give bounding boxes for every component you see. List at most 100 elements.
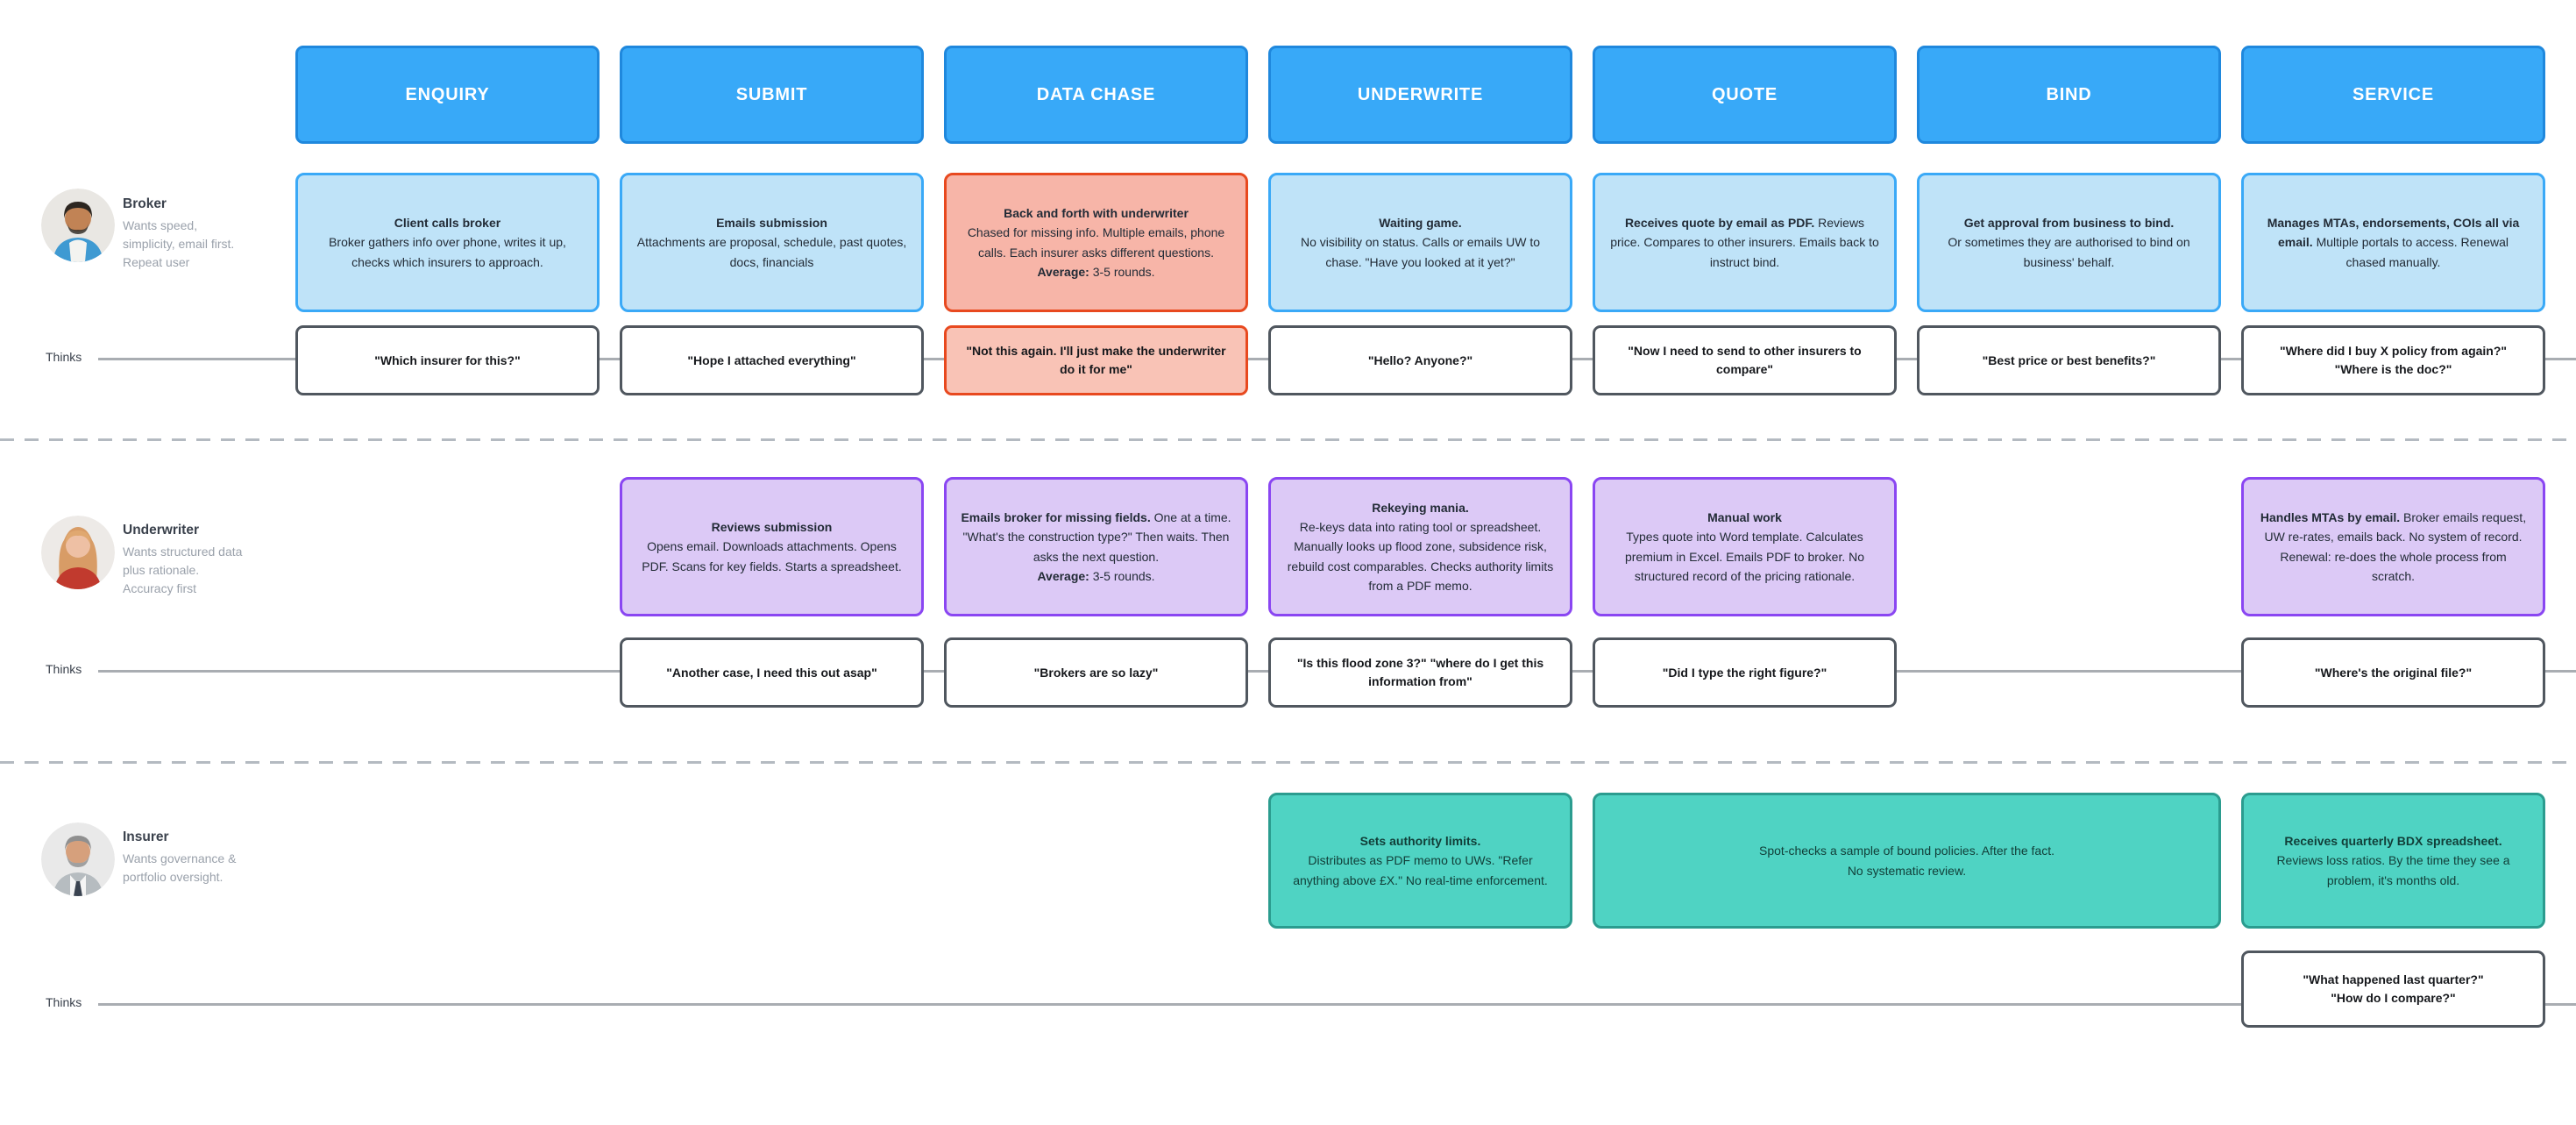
stage-header-label: QUOTE — [1711, 84, 1778, 104]
action-text: Receives quarterly BDX spreadsheet. Revie… — [2258, 831, 2529, 889]
action-broker-bind: Get approval from business to bind. Or so… — [1917, 173, 2221, 312]
action-segment: Chased for missing info. Multiple emails… — [967, 225, 1225, 260]
thought-text: "Hope I attached everything" — [687, 352, 856, 367]
action-broker-quote: Receives quote by email as PDF. Reviews … — [1593, 173, 1897, 312]
role-desc-insurer: Wants governance & portfolio oversight. — [123, 851, 237, 884]
lane-divider-1 — [0, 438, 2576, 441]
action-segment: Emails broker for missing fields. — [961, 510, 1151, 525]
action-text: Spot-checks a sample of bound policies. … — [1759, 841, 2054, 879]
stage-header-bind: BIND — [1917, 46, 2221, 144]
action-segment: 3-5 rounds. — [1089, 568, 1155, 583]
thought-broker-quote: "Now I need to send to other insurers to… — [1593, 325, 1897, 395]
action-segment: Client calls broker — [394, 216, 501, 231]
stage-header-underwrite: UNDERWRITE — [1268, 46, 1572, 144]
action-segment: Multiple portals to access. Renewal chas… — [2312, 235, 2509, 269]
stage-header-enquiry: ENQUIRY — [295, 46, 600, 144]
action-segment: Reviews price. Compares to other insurer… — [1610, 216, 1879, 269]
action-segment: Average: — [1037, 568, 1089, 583]
action-text: Manages MTAs, endorsements, COIs all via… — [2258, 213, 2529, 271]
stage-header-label: SUBMIT — [735, 84, 808, 104]
action-text: Receives quote by email as PDF. Reviews … — [1609, 213, 1880, 271]
action-segment: Manages MTAs, endorsements, COIs all via… — [2267, 216, 2520, 250]
thought-text: "Where did I buy X policy from again?" "… — [2279, 344, 2508, 376]
role-name-broker: Broker — [123, 196, 167, 211]
action-segment: Get approval from business to bind. — [1963, 216, 2175, 231]
thinks-label-broker: Thinks — [46, 350, 82, 364]
action-segment: Attachments are proposal, schedule, past… — [636, 235, 907, 269]
stage-header-label: DATA CHASE — [1036, 84, 1156, 104]
action-segment: Types quote into Word template. Calculat… — [1624, 530, 1865, 583]
action-segment: Sets authority limits. — [1359, 834, 1481, 849]
thought-underwriter-underwrite: "Is this flood zone 3?" "where do I get … — [1268, 637, 1572, 708]
action-segment: Broker emails request, UW re-rates, emai… — [2264, 510, 2527, 583]
role-desc-broker: Wants speed, simplicity, email first. Re… — [123, 218, 235, 269]
action-underwriter-data-chase: Emails broker for missing fields. One at… — [944, 477, 1248, 616]
thought-insurer-service: "What happened last quarter?" "How do I … — [2241, 951, 2545, 1028]
lane-divider-2 — [0, 761, 2576, 764]
thought-text: "Brokers are so lazy" — [1033, 665, 1159, 680]
broker-avatar — [41, 189, 115, 262]
thought-underwriter-data-chase: "Brokers are so lazy" — [944, 637, 1248, 708]
action-underwriter-underwrite: Rekeying mania.Re-keys data into rating … — [1268, 477, 1572, 616]
thought-broker-underwrite: "Hello? Anyone?" — [1268, 325, 1572, 395]
stage-header-label: BIND — [2046, 84, 2092, 104]
action-segment: No systematic review. — [1847, 863, 1967, 878]
insurer-avatar — [41, 822, 115, 896]
thought-text: "Best price or best benefits?" — [1982, 352, 2156, 367]
thought-text: "Is this flood zone 3?" "where do I get … — [1296, 656, 1544, 688]
stage-header-submit: SUBMIT — [620, 46, 924, 144]
thought-text: "Not this again. I'll just make the unde… — [966, 344, 1226, 376]
action-segment: Average: — [1037, 264, 1089, 279]
thinks-label-underwriter: Thinks — [46, 662, 82, 676]
action-text: Rekeying mania.Re-keys data into rating … — [1285, 498, 1556, 595]
action-segment: Re-keys data into rating tool or spreads… — [1287, 520, 1554, 593]
role-desc-underwriter: Wants structured data plus rationale. Ac… — [123, 545, 243, 595]
thought-text: "Did I type the right figure?" — [1662, 665, 1827, 680]
action-segment: Or sometimes they are authorised to bind… — [1948, 235, 2190, 269]
thought-broker-service: "Where did I buy X policy from again?" "… — [2241, 325, 2545, 395]
action-insurer-service: Receives quarterly BDX spreadsheet. Revie… — [2241, 793, 2545, 929]
action-segment: 3-5 rounds. — [1089, 264, 1155, 279]
thought-broker-bind: "Best price or best benefits?" — [1917, 325, 2221, 395]
thought-text: "Hello? Anyone?" — [1367, 352, 1473, 367]
action-text: Sets authority limits.Distributes as PDF… — [1285, 831, 1556, 889]
stage-header-service: SERVICE — [2241, 46, 2545, 144]
thought-broker-data-chase: "Not this again. I'll just make the unde… — [944, 325, 1248, 395]
stage-header-label: ENQUIRY — [405, 84, 490, 104]
action-insurer-underwrite: Sets authority limits.Distributes as PDF… — [1268, 793, 1572, 929]
role-name-insurer: Insurer — [123, 830, 169, 844]
action-segment: Waiting game. — [1379, 216, 1462, 231]
thinks-label-insurer: Thinks — [46, 995, 82, 1009]
action-insurer-quote: Spot-checks a sample of bound policies. … — [1593, 793, 2221, 929]
action-segment: Emails submission — [716, 216, 827, 231]
thought-broker-submit: "Hope I attached everything" — [620, 325, 924, 395]
action-segment: Broker gathers info over phone, writes i… — [329, 235, 566, 269]
action-text: Handles MTAs by email. Broker emails req… — [2258, 508, 2529, 585]
action-segment: One at a time. "What's the construction … — [962, 510, 1231, 564]
action-broker-underwrite: Waiting game.No visibility on status. Ca… — [1268, 173, 1572, 312]
action-segment: Receives quarterly BDX spreadsheet. — [2284, 834, 2502, 849]
thought-broker-enquiry: "Which insurer for this?" — [295, 325, 600, 395]
thought-text: "Which insurer for this?" — [374, 352, 521, 367]
action-segment: Reviews submission — [711, 520, 833, 535]
stage-header-quote: QUOTE — [1593, 46, 1897, 144]
action-segment: Receives quote by email as PDF. — [1624, 216, 1815, 231]
thinks-line-insurer — [98, 1003, 2576, 1006]
thought-underwriter-quote: "Did I type the right figure?" — [1593, 637, 1897, 708]
action-broker-service: Manages MTAs, endorsements, COIs all via… — [2241, 173, 2545, 312]
action-segment: Reviews loss ratios. By the time they se… — [2276, 853, 2510, 887]
thought-underwriter-submit: "Another case, I need this out asap" — [620, 637, 924, 708]
